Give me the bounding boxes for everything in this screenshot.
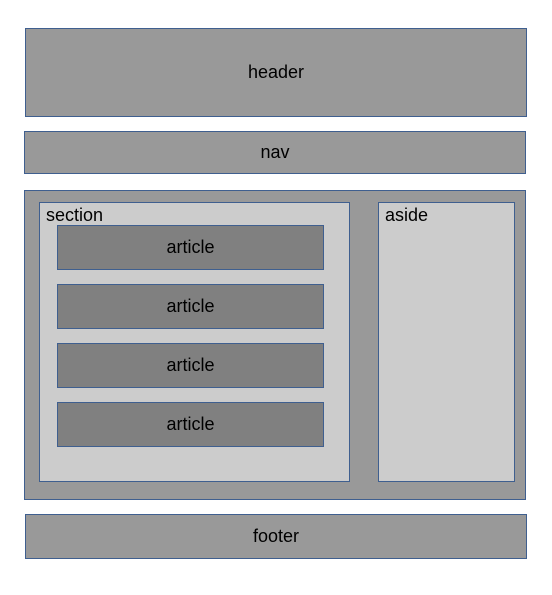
nav-label: nav bbox=[260, 142, 290, 162]
aside-block: aside bbox=[378, 202, 515, 482]
article-label: article bbox=[166, 237, 215, 257]
aside-label: aside bbox=[385, 205, 429, 225]
footer-block: footer bbox=[25, 514, 527, 559]
article-block: article bbox=[57, 343, 324, 388]
nav-block: nav bbox=[24, 131, 526, 174]
article-block: article bbox=[57, 225, 324, 270]
article-block: article bbox=[57, 402, 324, 447]
section-label: section bbox=[46, 205, 104, 225]
article-label: article bbox=[166, 355, 215, 375]
article-label: article bbox=[166, 296, 215, 316]
article-label: article bbox=[166, 414, 215, 434]
header-block: header bbox=[25, 28, 527, 117]
header-label: header bbox=[247, 62, 305, 82]
article-block: article bbox=[57, 284, 324, 329]
footer-label: footer bbox=[252, 526, 300, 546]
